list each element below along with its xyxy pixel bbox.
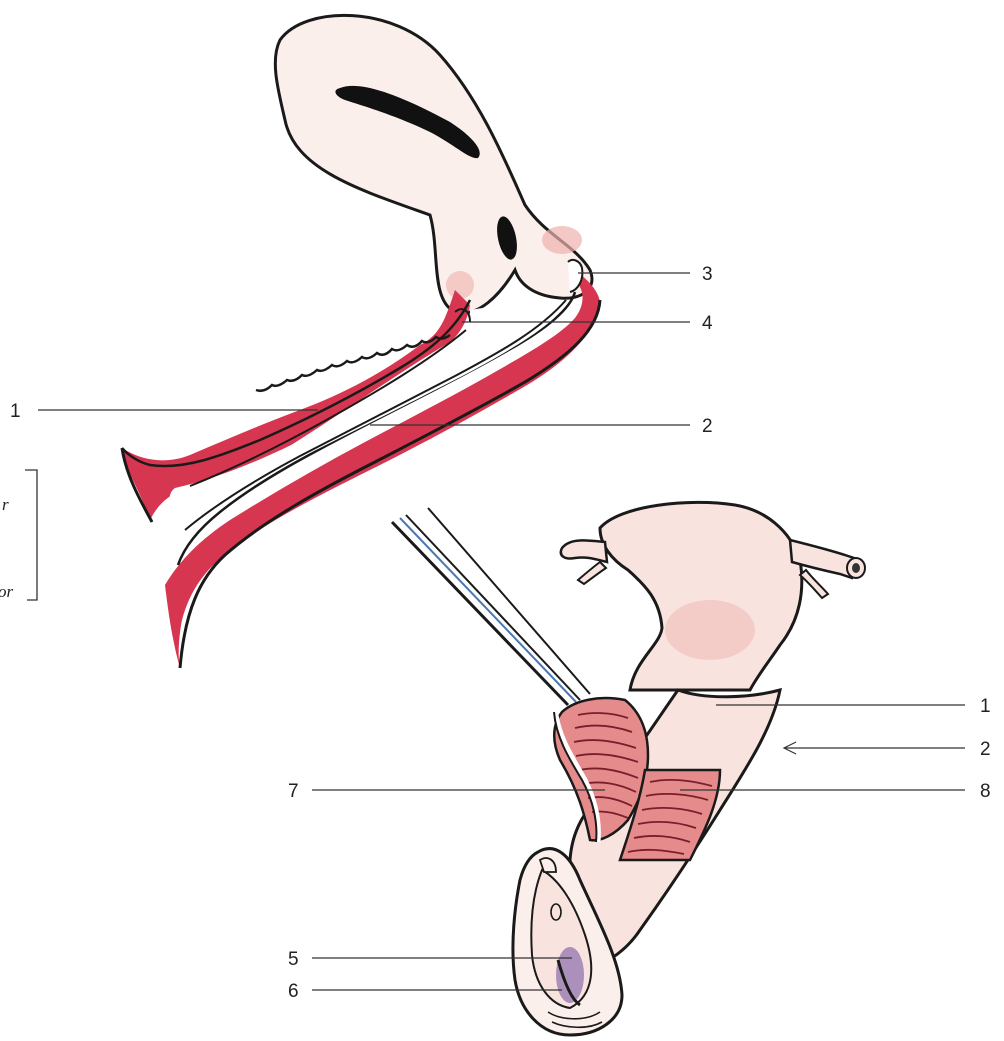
upper-sagittal-drawing: 3 4 1 2 r or [0,15,713,668]
label-6: 6 [288,981,299,1002]
label-4: 4 [702,313,713,334]
side-bracket [25,470,37,600]
uterus-blush [665,600,755,660]
label-5: 5 [288,949,299,970]
right-tube-opening [852,563,860,573]
right-ligament [800,570,828,598]
label-1-upper: 1 [10,401,21,422]
label-7: 7 [288,781,299,802]
lower-opened-drawing: 1 2 7 8 5 6 [288,502,991,1035]
vaginal-lumen [170,300,568,530]
side-label-upper: r [2,495,9,514]
uterus-external [600,502,802,690]
label-2-upper: 2 [702,416,713,437]
label-8: 8 [980,781,991,802]
uterus-body-section [275,15,592,313]
left-fallopian-tube [561,540,607,562]
left-ligament [578,562,606,584]
cervix-blush-left [446,271,474,299]
cervix-blush [542,226,582,254]
label-1-lower: 1 [980,696,991,717]
side-label-lower: or [0,582,14,601]
label-3: 3 [702,264,713,285]
instrument-rod [392,508,590,705]
label-2-lower: 2 [980,739,991,760]
leader-arrow-lower-2 [784,742,965,754]
